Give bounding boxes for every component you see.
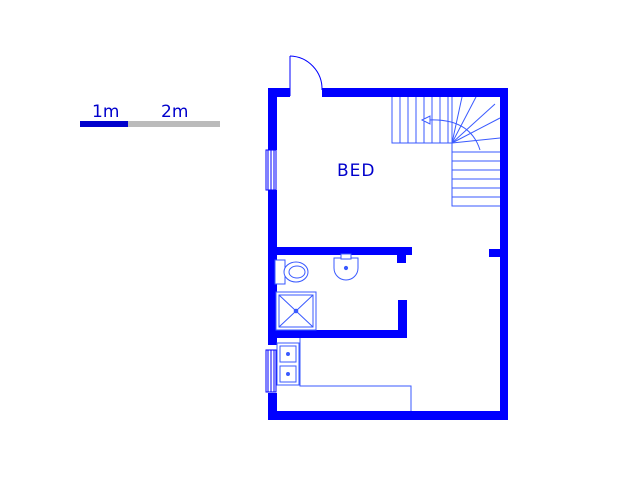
wall-left-1 bbox=[268, 88, 277, 150]
scale-bar bbox=[80, 121, 220, 127]
scale-label-2m: 2m bbox=[161, 102, 189, 122]
room-label-bed: BED bbox=[337, 161, 376, 181]
shower bbox=[275, 291, 317, 331]
wall-bath-right bbox=[398, 300, 407, 338]
wall-top-left bbox=[268, 88, 290, 97]
wall-top-right bbox=[322, 88, 508, 97]
kitchen-counter bbox=[299, 338, 412, 411]
basin bbox=[333, 253, 359, 281]
wall-right-2 bbox=[500, 208, 508, 420]
scale-bar-segment-2m bbox=[128, 121, 220, 127]
wall-bath-bottom bbox=[277, 330, 407, 338]
outer-walls bbox=[268, 88, 508, 420]
wall-left-2 bbox=[268, 190, 277, 345]
toilet bbox=[274, 259, 309, 285]
wall-bath-stub bbox=[397, 255, 406, 263]
wall-left-3 bbox=[268, 393, 277, 420]
scale-bar-segment-1m bbox=[80, 121, 128, 127]
wall-bath-top bbox=[277, 247, 412, 255]
wall-right-1 bbox=[500, 88, 508, 208]
wall-right-stub bbox=[489, 249, 500, 257]
window-west-lower bbox=[265, 349, 277, 393]
window-west-upper bbox=[265, 149, 277, 191]
scale-label-1m: 1m bbox=[92, 102, 120, 122]
kitchen-sink bbox=[276, 342, 300, 386]
door-swing bbox=[289, 55, 323, 96]
wall-bottom bbox=[268, 411, 508, 420]
interior-walls bbox=[277, 247, 500, 338]
staircase bbox=[391, 96, 501, 207]
